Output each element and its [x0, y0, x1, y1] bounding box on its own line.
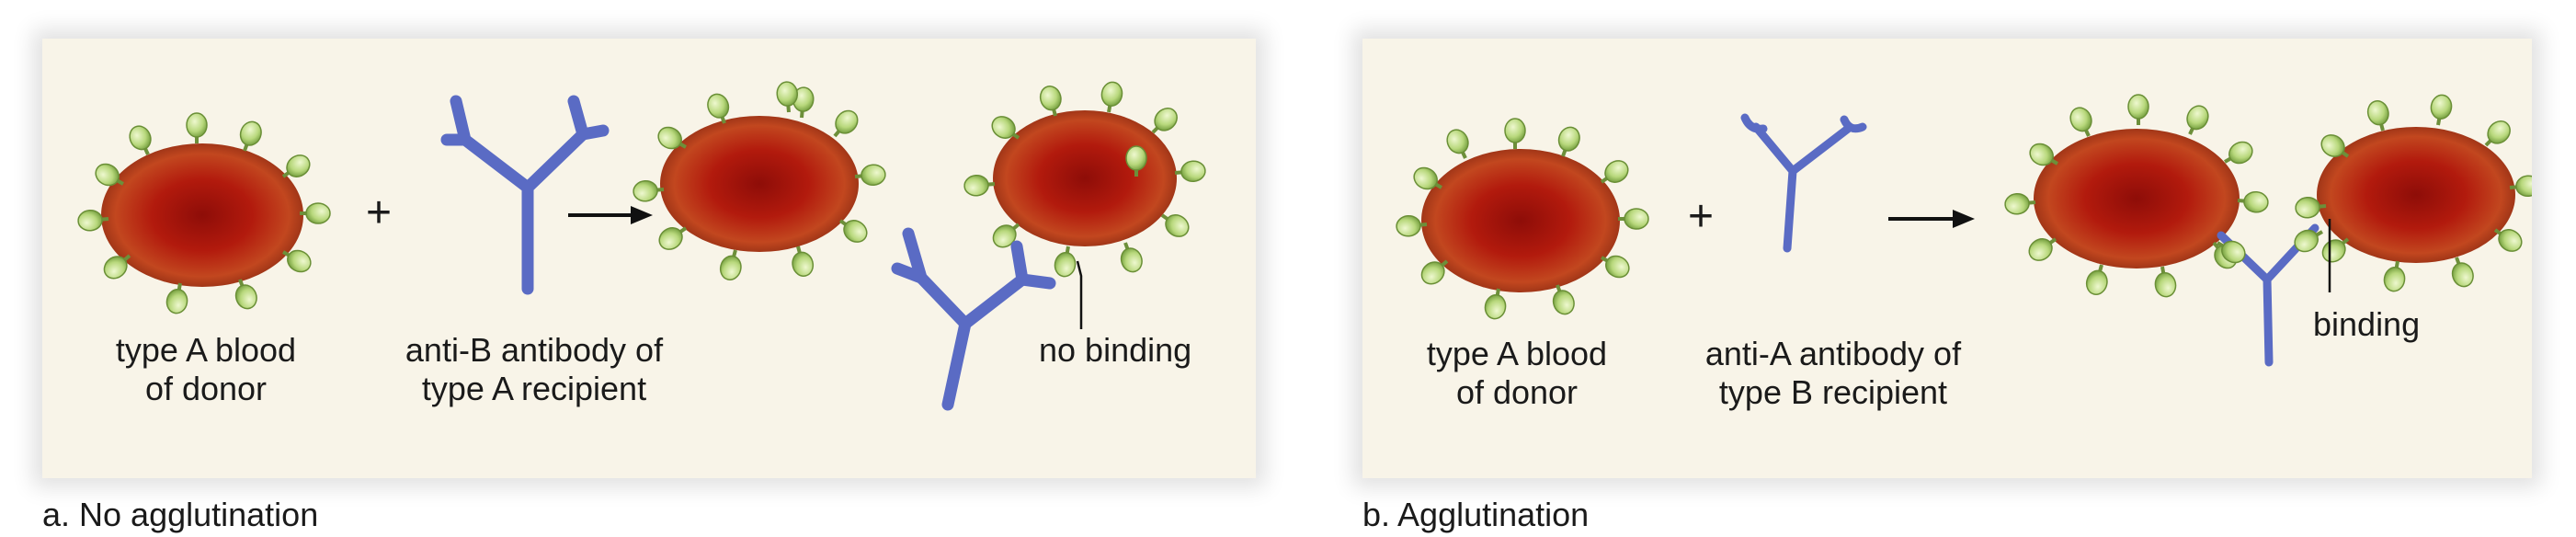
- red-blood-cell-icon: [2002, 93, 2271, 301]
- binding-label: binding: [2313, 305, 2421, 343]
- panel-no-agglutination: + type A blood of donor anti-B antibody …: [42, 39, 1256, 478]
- antibody-y-icon: [440, 95, 610, 295]
- donor-label: type A blood of donor: [97, 331, 314, 408]
- donor-label: type A blood of donor: [1408, 335, 1625, 412]
- plus-sign: +: [366, 189, 393, 237]
- donor-label-line2: of donor: [144, 370, 268, 407]
- arrow-right-icon: [568, 206, 653, 224]
- red-blood-cell-icon: [962, 78, 1208, 280]
- agglutination-diagram: [1394, 91, 2532, 367]
- leader-line: [1076, 260, 1083, 329]
- antibody-label: anti-A antibody of type B recipient: [1686, 335, 1980, 412]
- donor-label-line1: type A blood: [115, 331, 297, 369]
- no-binding-label: no binding: [1039, 331, 1192, 369]
- no-agglutination-diagram: [75, 78, 1208, 411]
- caption-b: b. Agglutination: [1362, 496, 1590, 533]
- red-blood-cell-icon: [1394, 117, 1650, 323]
- antibody-label: anti-B antibody of type A recipient: [364, 331, 704, 408]
- antibody-y-icon: [1740, 113, 1867, 253]
- antibody-y-icon: [891, 227, 1056, 411]
- red-blood-cell-icon: [75, 111, 332, 317]
- donor-label-line2: of donor: [1455, 373, 1579, 411]
- antibody-label-line1: anti-B antibody of: [405, 331, 664, 369]
- antibody-label-line2: type A recipient: [421, 370, 647, 407]
- panel-agglutination: + type A blood of donor anti-A antibody …: [1362, 39, 2532, 478]
- antibody-label-line2: type B recipient: [1718, 373, 1948, 411]
- antibody-label-line1: anti-A antibody of: [1704, 335, 1962, 372]
- donor-label-line1: type A blood: [1426, 335, 1608, 372]
- red-blood-cell-icon: [2293, 91, 2532, 295]
- caption-a: a. No agglutination: [42, 496, 319, 533]
- arrow-right-icon: [1888, 210, 1975, 228]
- plus-sign: +: [1688, 192, 1715, 241]
- red-blood-cell-icon: [631, 79, 888, 284]
